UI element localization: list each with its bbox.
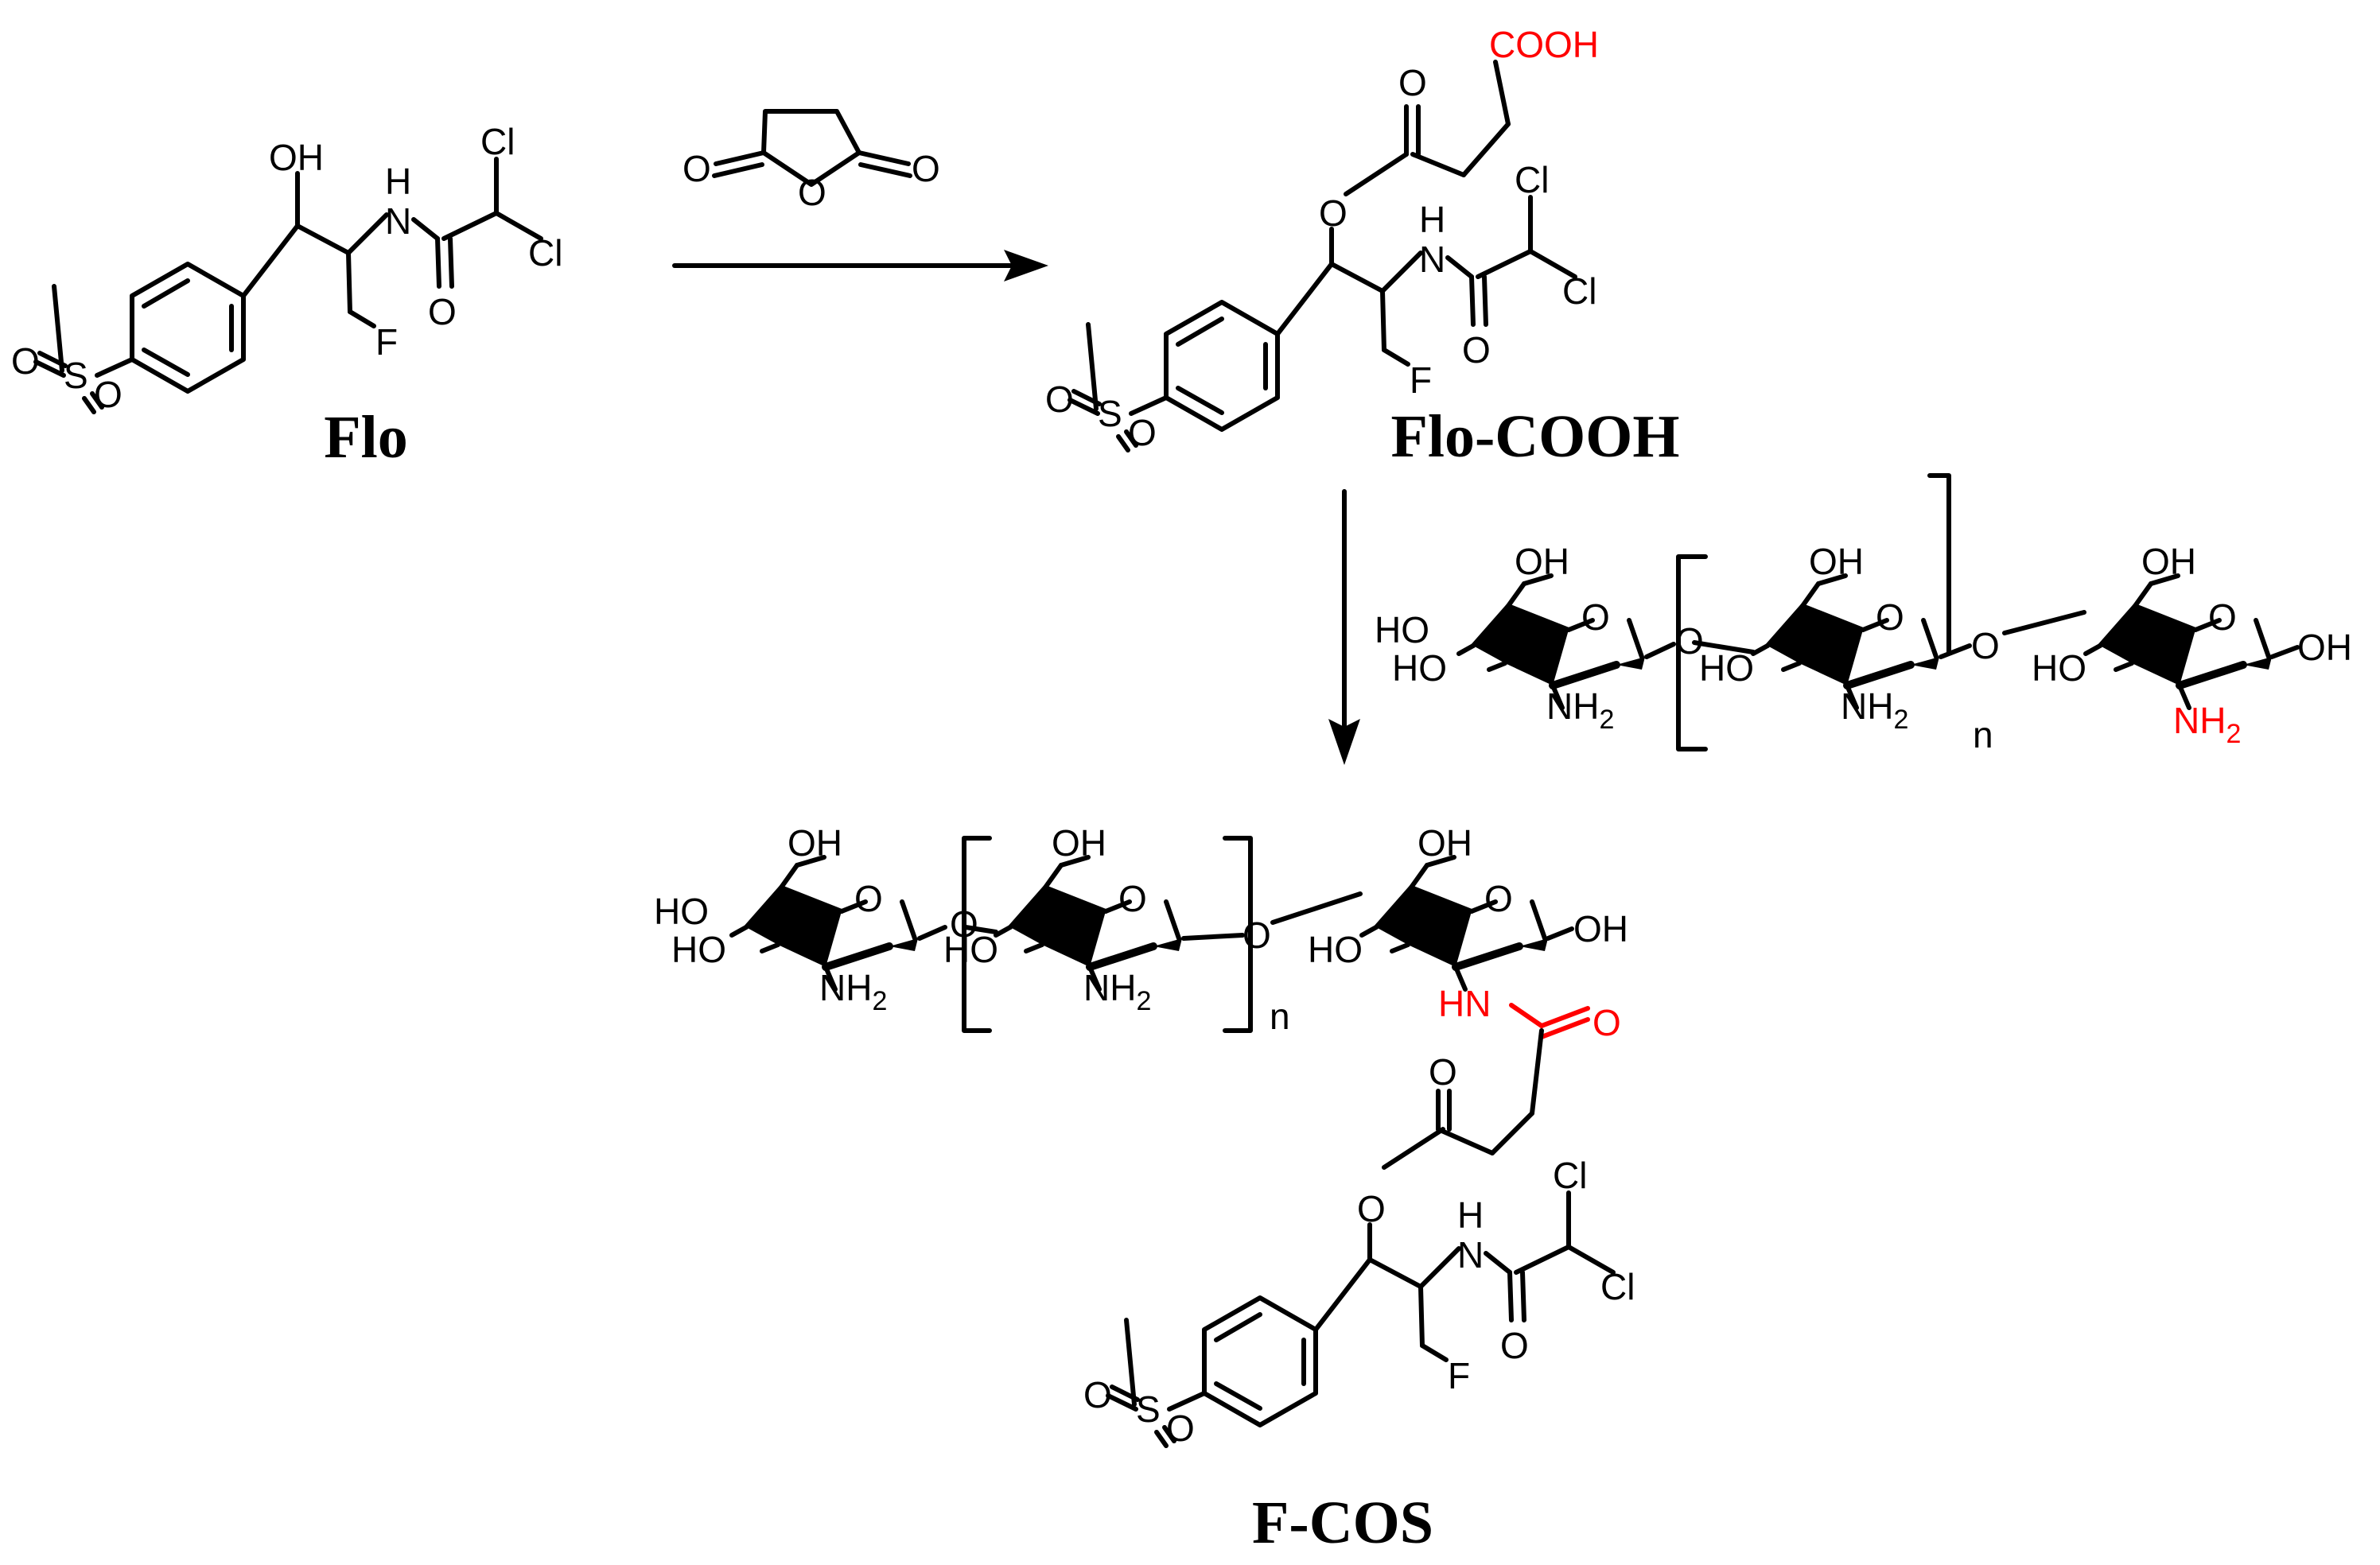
- f-cos-ho-2: HO: [943, 929, 998, 970]
- f-cos-n-label-amide: N: [1457, 1234, 1484, 1276]
- f-cos-structure: OH O HO HO NH2 O OH O HO NH2 n O OH O HO…: [654, 822, 1628, 1170]
- f-cos-amide-o-label: O: [1500, 1325, 1529, 1366]
- flo-cooh-cooh-label: COOH: [1489, 24, 1599, 65]
- cos-nh2-red: NH2: [2173, 700, 2241, 749]
- cos-oh-3: OH: [2141, 541, 2196, 582]
- flo-cooh-f-label: F: [1410, 359, 1432, 401]
- cos-oh-2: OH: [1809, 541, 1864, 582]
- f-cos-ester-o-label: O: [1357, 1188, 1386, 1229]
- cos-ho-1b: HO: [1392, 647, 1447, 689]
- cos-ho-2: HO: [1699, 647, 1754, 689]
- f-cos-nh2-2: NH2: [1083, 967, 1151, 1016]
- cos-n-label: n: [1973, 714, 1993, 755]
- flo-nh-h-label: H: [385, 161, 411, 202]
- flo-amide-o-label: O: [428, 291, 457, 332]
- flo-n-label: N: [385, 200, 411, 242]
- flo-structure: OH H N Cl Cl O F S O O Flo: [11, 121, 562, 471]
- anhydride-o-right-label: O: [912, 148, 940, 189]
- f-cos-hn-label: HN: [1438, 983, 1491, 1024]
- f-cos-s-o1-label: O: [1083, 1374, 1112, 1415]
- reaction-arrow-down: [1328, 489, 1360, 765]
- cos-nh2-1: NH2: [1546, 685, 1614, 735]
- f-cos-flo-fragment: O H N Cl Cl O F S O O: [1083, 1155, 1635, 1449]
- flo-cl1-label: Cl: [480, 121, 515, 162]
- cos-o-link-2: O: [1971, 625, 2000, 666]
- cos-oh-anomeric: OH: [2297, 627, 2352, 668]
- flo-cooh-carbonyl-o-label: O: [1398, 62, 1427, 103]
- f-cos-cl1-label: Cl: [1553, 1155, 1587, 1196]
- anhydride-o-left-label: O: [682, 148, 711, 189]
- flo-cooh-amide-o-label: O: [1462, 329, 1491, 371]
- flo-s-o1-label: O: [11, 340, 40, 382]
- f-cos-n-label: n: [1270, 996, 1290, 1037]
- f-cos-oh-2: OH: [1052, 822, 1106, 864]
- flo-compound-label: Flo: [324, 404, 408, 471]
- flo-cooh-s-o2-label: O: [1128, 412, 1157, 453]
- cos-o-1: O: [1581, 596, 1610, 638]
- f-cos-o-2: O: [1118, 878, 1147, 919]
- succinic-anhydride-structure: O O O: [682, 109, 940, 213]
- flo-cooh-structure: COOH O O H N Cl Cl O F S O O: [1045, 24, 1599, 453]
- f-cos-nh-h-label: H: [1457, 1194, 1484, 1236]
- f-cos-o-1: O: [854, 878, 883, 919]
- anhydride-o-ring-label: O: [798, 172, 826, 213]
- f-cos-carbonyl-o-label: O: [1429, 1051, 1457, 1093]
- cos-nh2-2: NH2: [1841, 685, 1908, 735]
- flo-s-o2-label: O: [94, 374, 122, 415]
- f-cos-f-label: F: [1448, 1355, 1470, 1396]
- cos-o-2: O: [1876, 596, 1904, 638]
- f-cos-nh2-1: NH2: [819, 967, 887, 1016]
- flo-s-label: S: [64, 355, 88, 396]
- f-cos-oh-1: OH: [788, 822, 842, 864]
- cos-ho-3: HO: [2032, 647, 2086, 689]
- cos-oh-1: OH: [1515, 541, 1569, 582]
- f-cos-compound-label: F-COS: [1252, 1489, 1433, 1556]
- flo-cooh-cl2-label: Cl: [1562, 270, 1596, 312]
- f-cos-amide-o-red-label: O: [1592, 1002, 1621, 1043]
- f-cos-ho-3: HO: [1308, 929, 1363, 970]
- flo-oh-label: OH: [269, 137, 324, 178]
- flo-cooh-ester-o-label: O: [1319, 192, 1348, 234]
- f-cos-cl2-label: Cl: [1600, 1266, 1635, 1307]
- flo-cl2-label: Cl: [528, 232, 562, 274]
- cos-ho-1a: HO: [1375, 609, 1429, 650]
- flo-cooh-n-label: N: [1419, 239, 1445, 280]
- f-cos-oh-anomeric: OH: [1573, 908, 1628, 949]
- f-cos-o-link-1: O: [950, 903, 978, 945]
- f-cos-o-3: O: [1484, 878, 1513, 919]
- f-cos-oh-3: OH: [1418, 822, 1472, 864]
- flo-f-label: F: [375, 321, 398, 363]
- flo-cooh-compound-label: Flo-COOH: [1390, 403, 1679, 470]
- f-cos-unit-3: [1362, 857, 1548, 989]
- cos-o-3: O: [2208, 596, 2237, 638]
- f-cos-ho-1a: HO: [654, 891, 709, 932]
- flo-cooh-s-label: S: [1098, 393, 1122, 434]
- flo-cooh-cl1-label: Cl: [1515, 159, 1549, 200]
- f-cos-s-label: S: [1136, 1388, 1161, 1430]
- flo-cooh-nh-h-label: H: [1419, 199, 1445, 240]
- cos-o-link-1: O: [1675, 620, 1704, 662]
- flo-cooh-s-o1-label: O: [1045, 379, 1074, 420]
- f-cos-o-link-2: O: [1242, 915, 1271, 956]
- cos-unit-3: [2086, 576, 2272, 708]
- cos-structure: OH O HO HO NH2 O OH O HO NH2 n O OH O HO…: [1375, 473, 2352, 755]
- f-cos-s-o2-label: O: [1166, 1408, 1195, 1449]
- reaction-arrow-right: [672, 250, 1048, 282]
- f-cos-ho-1b: HO: [671, 929, 726, 970]
